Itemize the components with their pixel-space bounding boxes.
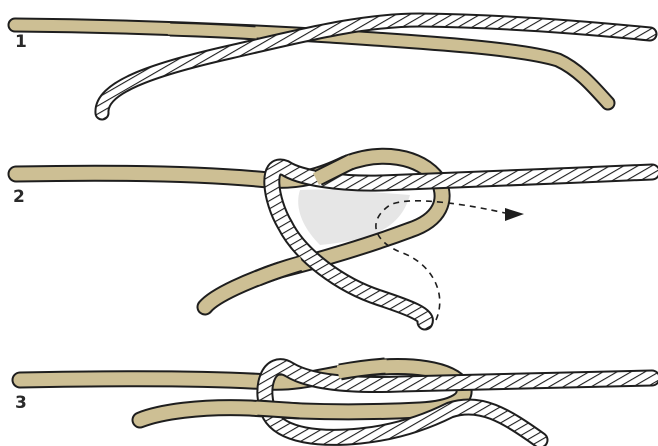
step-3-illustration — [20, 366, 652, 440]
step-1-number: 1 — [15, 34, 27, 51]
step-2-illustration — [16, 156, 652, 322]
step-3-number: 3 — [15, 395, 27, 412]
step-1-illustration — [15, 20, 650, 113]
step-2-number: 2 — [13, 189, 25, 206]
arrow-right-icon — [505, 208, 524, 221]
